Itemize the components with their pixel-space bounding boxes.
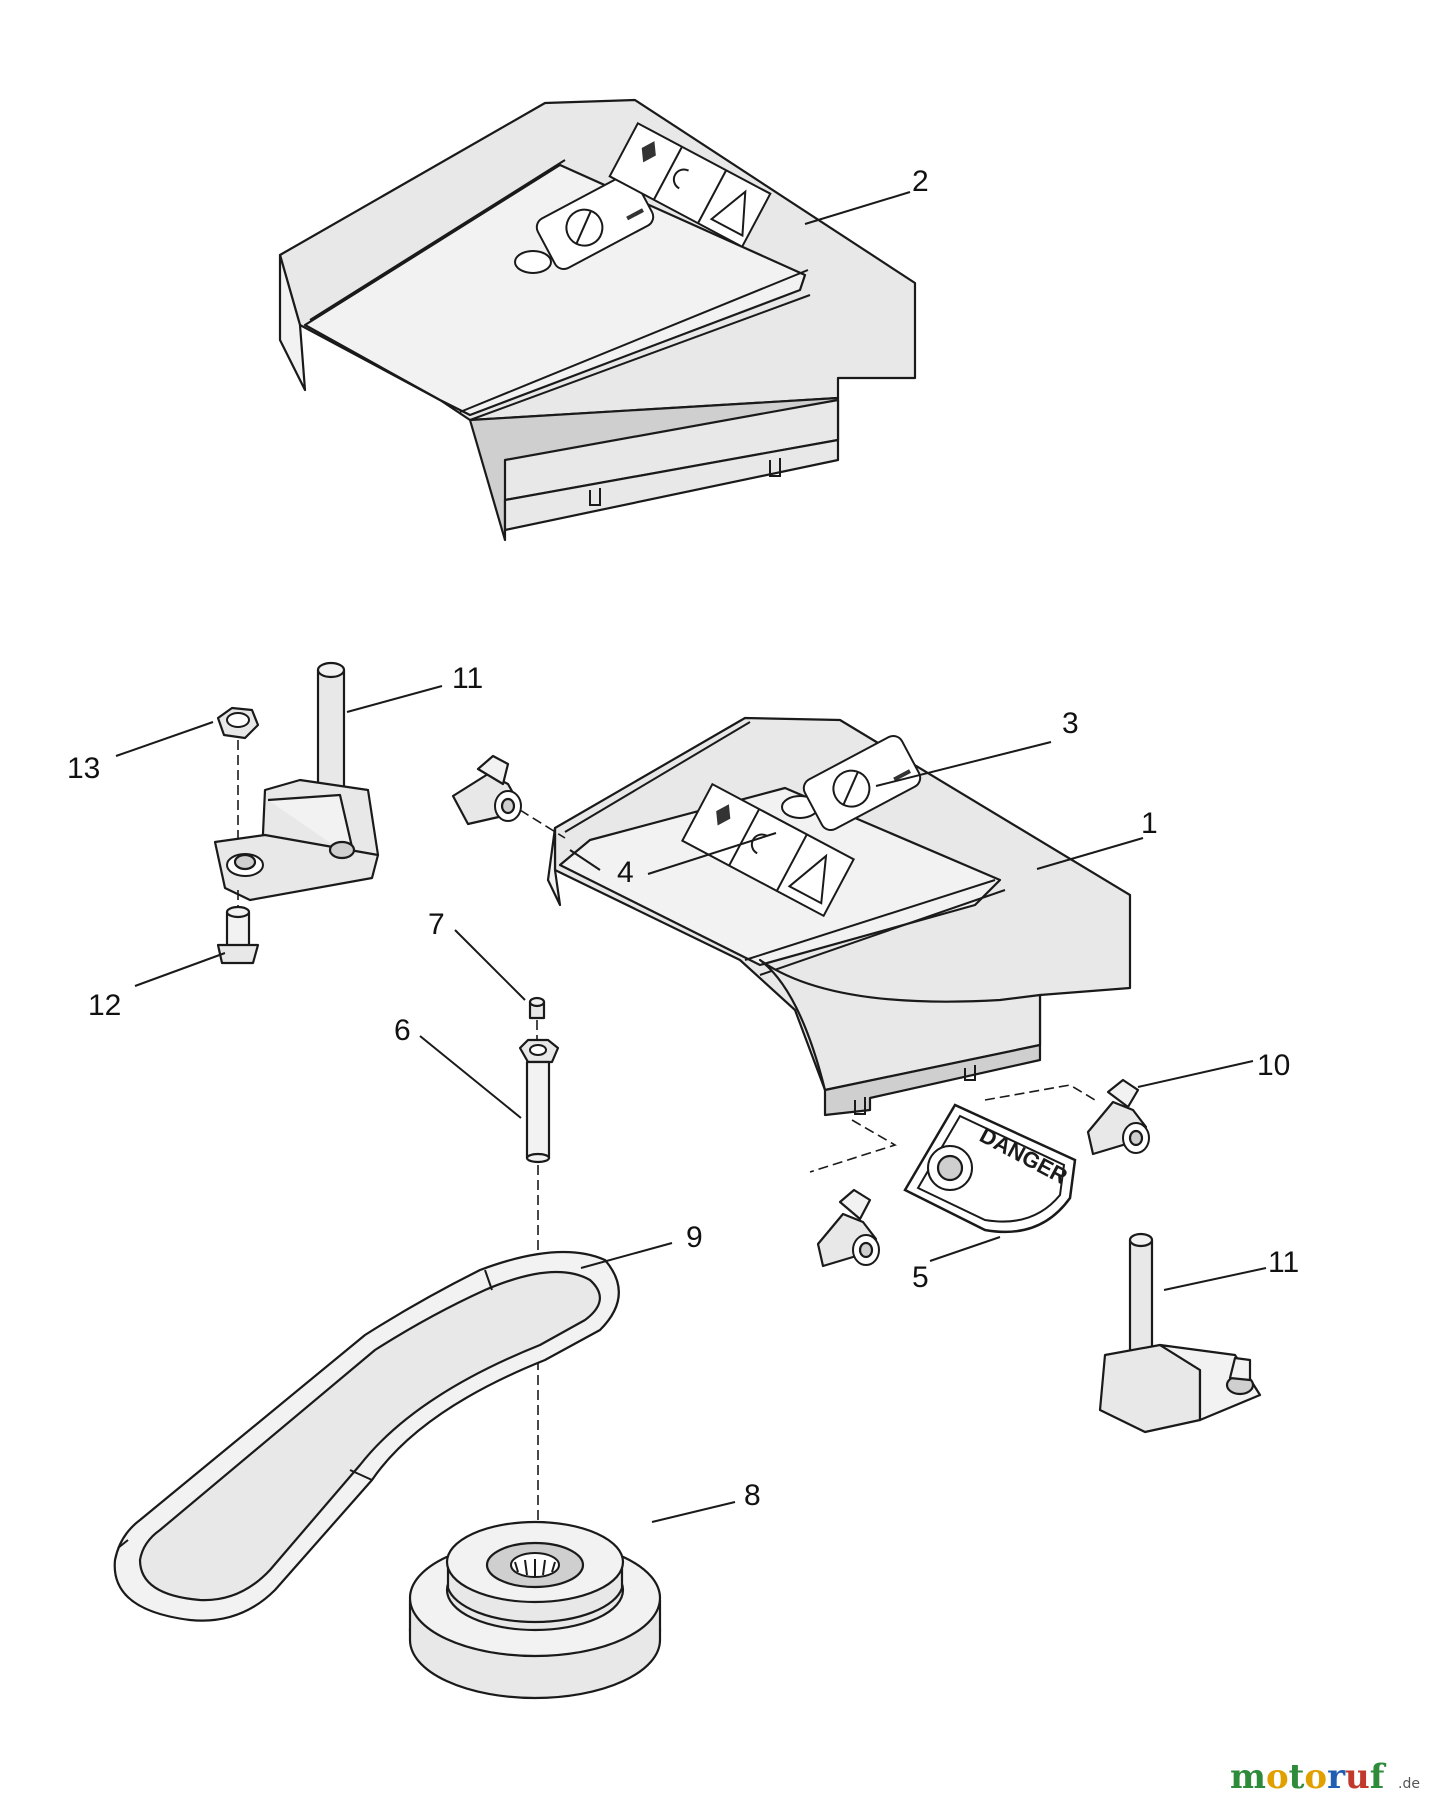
callout-9: 9	[686, 1221, 703, 1254]
callout-1: 1	[1141, 807, 1158, 840]
callout-8: 8	[744, 1479, 761, 1512]
danger-decal: DANGER	[903, 1103, 1077, 1234]
lower-belt-cover	[546, 716, 1132, 1117]
spacer-bushing	[518, 1038, 560, 1164]
upper-belt-cover	[278, 98, 917, 542]
callout-6: 6	[394, 1014, 411, 1047]
shoulder-bolt	[216, 905, 260, 965]
grease-fitting	[528, 996, 546, 1020]
drive-pulley	[408, 1520, 662, 1700]
callout-13: 13	[67, 752, 100, 785]
watermark-u: u	[1345, 1757, 1370, 1797]
watermark-domain: .de	[1398, 1776, 1420, 1792]
callout-10: 10	[1257, 1049, 1290, 1082]
watermark-r: r	[1327, 1757, 1346, 1797]
warning-decal-belt-guard	[802, 734, 922, 832]
callout-labels: 1 2 3 4 5 6 7 8 9 10 11 11 12 13	[67, 165, 1299, 1512]
wing-knob	[451, 754, 522, 826]
watermark-o2: o	[1304, 1757, 1327, 1797]
drive-belt	[113, 1250, 620, 1622]
callout-11-lower: 11	[1268, 1246, 1299, 1279]
callout-12: 12	[88, 989, 121, 1022]
callout-5: 5	[912, 1261, 929, 1294]
warning-decal-belt-guard	[535, 173, 655, 271]
callout-11-upper: 11	[452, 662, 483, 695]
watermark-m: m	[1230, 1757, 1266, 1797]
idler-arm-left	[213, 661, 380, 902]
watermark-logo: motoruf .de	[1230, 1757, 1420, 1797]
locknut	[216, 706, 260, 740]
watermark-f: f	[1370, 1757, 1387, 1797]
svg-text:motoruf: motoruf	[1230, 1757, 1387, 1797]
callout-3: 3	[1062, 707, 1079, 740]
wing-knob	[816, 1188, 880, 1268]
wing-knob	[1086, 1078, 1150, 1156]
callout-7: 7	[428, 908, 445, 941]
warning-decal-hazard-strip	[608, 121, 772, 249]
watermark-o1: o	[1266, 1757, 1289, 1797]
watermark-t: t	[1289, 1757, 1305, 1797]
callout-4: 4	[617, 856, 634, 889]
idler-arm-right	[1098, 1232, 1262, 1434]
callout-2: 2	[912, 165, 929, 198]
leader-lines	[115, 191, 1267, 1523]
warning-decal-hazard-strip	[680, 782, 856, 918]
